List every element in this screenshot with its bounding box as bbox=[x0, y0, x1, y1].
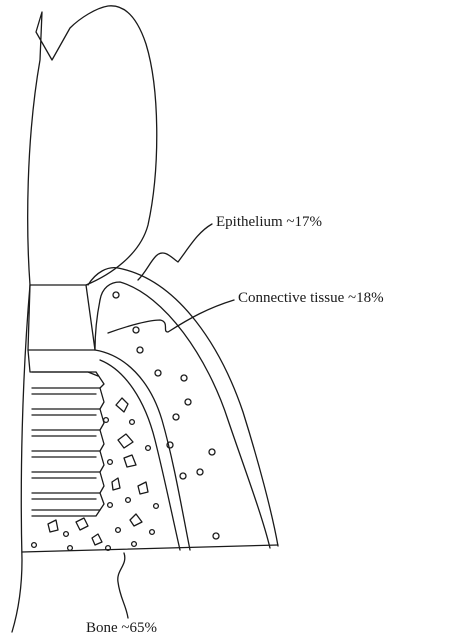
crown-outline bbox=[28, 6, 157, 285]
epithelium-leader-line bbox=[138, 224, 212, 280]
bone-leader-line bbox=[118, 553, 128, 618]
left-boundary-line bbox=[12, 285, 30, 632]
gum-inner-line bbox=[95, 300, 100, 350]
epithelium-label: Epithelium ~17% bbox=[216, 214, 322, 231]
bone-outer-boundary bbox=[95, 350, 190, 550]
implant-threads bbox=[32, 372, 104, 516]
epithelium-boundary bbox=[88, 268, 278, 546]
connective-tissue-label: Connective tissue ~18% bbox=[238, 290, 384, 307]
bone-inner-line bbox=[100, 360, 180, 550]
connective-tissue-leader-line bbox=[108, 300, 234, 333]
bone-label: Bone ~65% bbox=[86, 620, 157, 637]
bone-particles bbox=[32, 398, 159, 550]
bone-base-line bbox=[22, 545, 278, 552]
abutment-collar bbox=[28, 285, 95, 350]
